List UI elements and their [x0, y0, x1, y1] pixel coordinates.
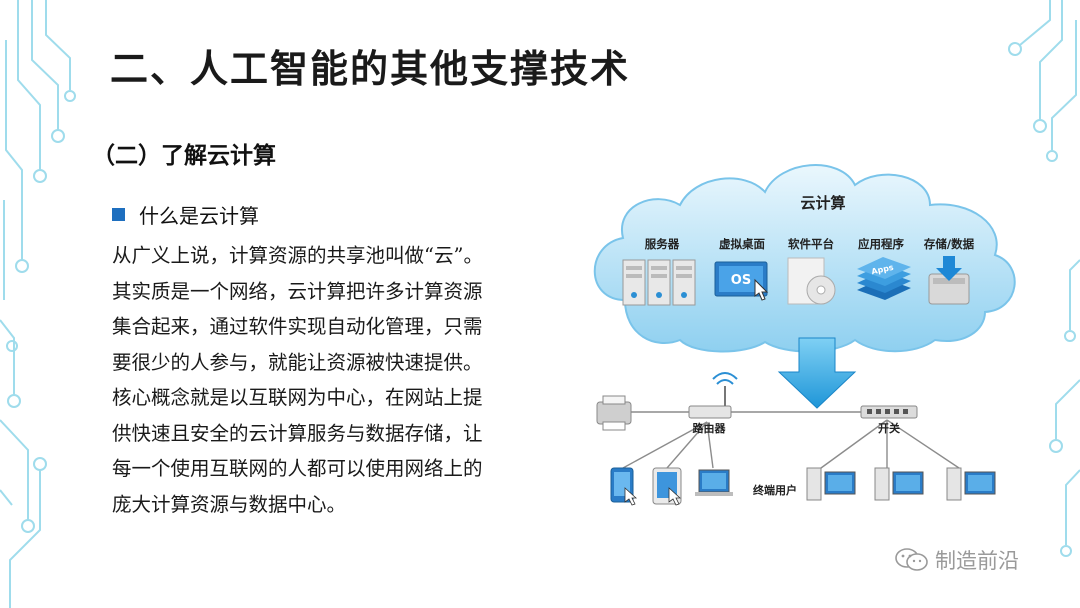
cloud-title: 云计算: [800, 194, 845, 212]
bullet-heading: 什么是云计算: [112, 200, 259, 229]
body-line: 要很少的人参与，就能让资源被快速提供。: [112, 350, 483, 374]
switch-label: 开关: [878, 421, 900, 435]
router-label: 路由器: [693, 421, 727, 435]
server-icon: [622, 259, 696, 306]
tablet-icon: [652, 467, 682, 506]
watermark-text: 制造前沿: [935, 549, 1019, 573]
body-line: 其实质是一个网络，云计算把许多计算资源: [112, 279, 483, 303]
switch-icon: [860, 405, 918, 419]
body-line: 核心概念就是以互联网为中心，在网站上提: [112, 386, 483, 409]
slide-title: 二、人工智能的其他支撑技术: [110, 46, 631, 91]
apps-stack-icon: Apps: [857, 257, 911, 300]
circuit-decoration-left: [0, 0, 76, 608]
watermark: 制造前沿: [895, 545, 1019, 575]
body-line: 供快速且安全的云计算服务与数据存储，让: [112, 421, 483, 445]
body-paragraph: 从广义上说，计算资源的共享池叫做“云”。 其实质是一个网络，云计算把许多计算资源…: [112, 238, 562, 522]
virtual-desktop-icon: OS: [714, 261, 769, 301]
network-lines: [622, 411, 960, 469]
service-label-server: 服务器: [645, 237, 680, 251]
software-disc-icon: [787, 257, 836, 305]
down-arrow-icon: [777, 337, 857, 409]
wechat-icon: [895, 548, 928, 571]
bullet-text: 什么是云计算: [139, 204, 259, 228]
bullet-square-icon: [112, 208, 125, 221]
storage-icon: [928, 256, 970, 305]
laptop-icon: [695, 469, 733, 496]
body-line: 庞大计算资源与数据中心。: [112, 492, 347, 516]
service-label-applications: 应用程序: [858, 237, 904, 251]
router-icon: [688, 372, 738, 419]
end-users-label: 终端用户: [753, 483, 797, 497]
os-label: OS: [731, 273, 751, 288]
desktop-computer-icon: [946, 467, 996, 501]
desktop-computer-icon: [806, 467, 856, 501]
desktop-computer-icon: [874, 467, 924, 501]
phone-icon: [610, 467, 638, 506]
service-label-virtual-desktop: 虚拟桌面: [719, 237, 765, 251]
body-line: 从广义上说，计算资源的共享池叫做“云”。: [112, 244, 483, 267]
body-line: 集合起来，通过软件实现自动化管理，只需: [112, 315, 483, 338]
section-subtitle: （二）了解云计算: [92, 143, 276, 169]
body-line: 每一个使用互联网的人都可以使用网络上的: [112, 457, 483, 480]
printer-icon: [596, 395, 632, 431]
service-label-software-platform: 软件平台: [788, 237, 834, 251]
service-label-storage: 存储/数据: [924, 237, 975, 251]
cloud-computing-diagram: 云计算 服务器 虚拟桌面 软件平台 应用程序 存储/数据 OS: [593, 164, 1016, 506]
circuit-decoration-right: [1008, 0, 1080, 557]
